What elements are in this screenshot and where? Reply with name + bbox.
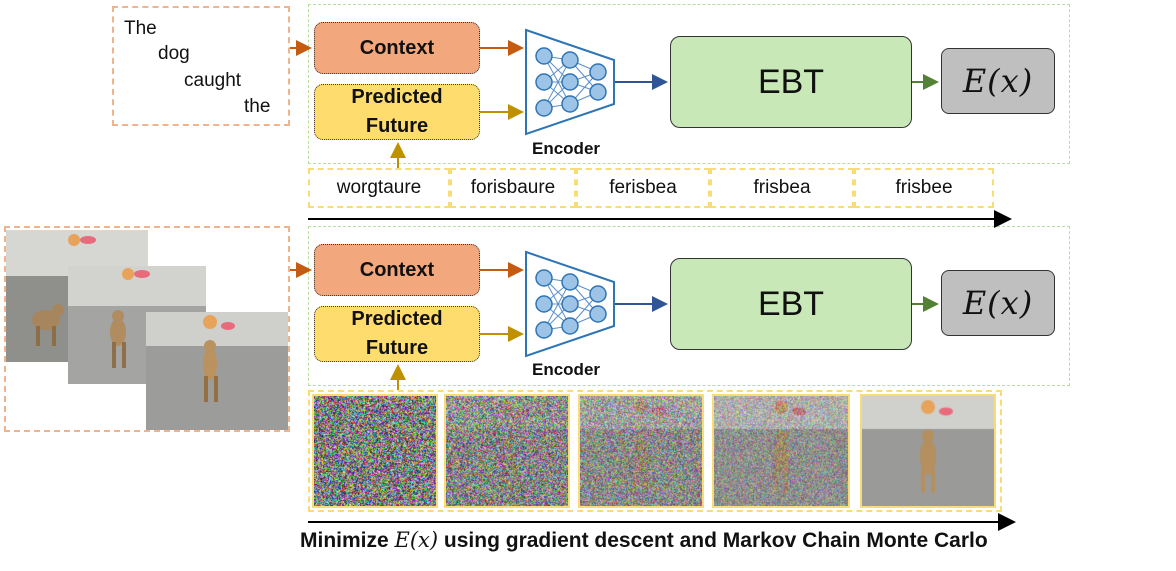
denoise-frame-3 [578,394,704,508]
top-predicted-future-box: Predicted Future [314,84,480,140]
noise-canvas-5 [862,396,994,506]
top-encoder-label: Encoder [532,139,601,158]
noise-canvas-2 [446,396,568,506]
top-candidate-4: frisbea [710,168,854,208]
context-word-4: the [244,96,271,117]
top-context-box: Context [314,22,480,74]
bottom-model-panel [308,226,1070,386]
caption-prefix: Minimize [300,529,395,552]
video-context-box [4,226,290,432]
top-predicted-line2: Future [365,115,429,137]
bottom-ebt-box: EBT [670,258,912,350]
caption: Minimize E(x) using gradient descent and… [300,528,988,553]
noise-canvas-4 [714,396,848,506]
caption-math: E(x) [394,528,439,552]
bottom-context-box: Context [314,244,480,296]
context-word-1: The [124,18,157,39]
top-predicted-line1: Predicted [351,86,443,108]
denoise-strip [308,390,1002,512]
caption-suffix: using gradient descent and Markov Chain … [438,529,988,552]
top-candidate-3: ferisbea [576,168,710,208]
noise-canvas-3 [580,396,702,506]
top-candidate-2: forisbaure [450,168,576,208]
bottom-predicted-future-box: Predicted Future [314,306,480,362]
denoise-frame-1 [312,394,438,508]
bottom-encoder-label: Encoder [532,360,601,379]
top-candidate-5: frisbee [854,168,994,208]
noise-canvas-1 [314,396,436,506]
bottom-predicted-line1: Predicted [351,308,443,330]
top-candidate-1: worgtaure [308,168,450,208]
text-context-box: The dog caught the [112,6,290,126]
denoise-frame-4 [712,394,850,508]
top-ebt-box: EBT [670,36,912,128]
denoise-frame-5 [860,394,996,508]
bottom-predicted-line2: Future [365,337,429,359]
top-energy-box: E(x) [941,48,1055,114]
video-frame-3 [146,312,288,430]
denoise-frame-2 [444,394,570,508]
context-word-3: caught [184,70,242,91]
bottom-energy-box: E(x) [941,270,1055,336]
top-model-panel [308,4,1070,164]
context-word-2: dog [158,43,190,64]
